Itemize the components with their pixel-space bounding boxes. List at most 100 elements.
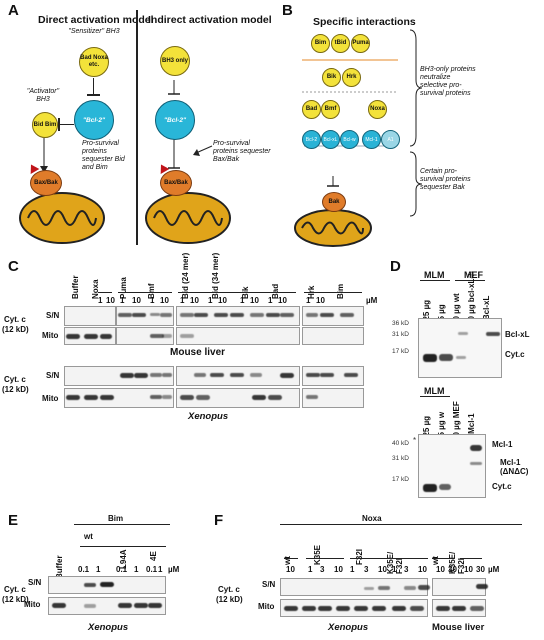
d-top-mk-31: 31 kD	[392, 331, 409, 338]
panel-f-header-ul	[280, 524, 522, 525]
c-conc-0: 1	[98, 296, 103, 305]
panel-c-kd-label: (12 kD)	[2, 325, 29, 334]
c-conc-1: 10	[106, 296, 115, 305]
sensitizer-circle: Bad Noxa etc.	[79, 47, 109, 77]
c-conc-14: 1	[306, 296, 311, 305]
f-band-1	[378, 586, 390, 590]
f-ul-6	[460, 558, 482, 559]
ul-puma-bmf	[118, 292, 172, 293]
panel-b-letter: B	[282, 2, 293, 19]
f-conc-8: 3	[404, 565, 409, 574]
mef-label: MEF	[464, 270, 483, 280]
panel-c-cytc-label-2: Cyt. c	[4, 375, 26, 384]
c-band-32	[66, 395, 80, 400]
d-band-5	[423, 484, 437, 492]
d-cytc-label-2: Cyt.c	[492, 482, 512, 491]
e-conc-1: 1	[96, 565, 101, 574]
d-band-0	[423, 354, 437, 362]
f-ul-5	[432, 558, 454, 559]
sensitizer-label: "Sensitizer" BH3	[68, 28, 120, 35]
c-band-38	[196, 395, 210, 400]
panel-c-sn-label-2: S/N	[46, 371, 60, 380]
bclxl-circle: Bcl-xL	[321, 130, 340, 149]
d-bot-mk-31: 31 kD	[392, 455, 409, 462]
panel-f-mito-label: Mito	[258, 602, 275, 611]
c-band-31	[344, 373, 358, 377]
bcl2-circle: Bcl-2	[302, 130, 321, 149]
e-band-3	[84, 604, 96, 608]
c-band-24	[194, 373, 206, 377]
panel-c-letter: C	[8, 258, 19, 275]
f-band-0	[364, 587, 374, 590]
ul-noxa	[98, 292, 112, 293]
c-band-28	[280, 373, 294, 378]
e-band-4	[118, 603, 132, 608]
e-conc-3: 1	[134, 565, 139, 574]
panel-a-letter: A	[8, 2, 19, 19]
panel-c-mouse-caption: Mouse liver	[170, 347, 226, 358]
panel-c-mito-label: Mito	[42, 331, 59, 340]
bak-sequester-note: Certain pro-survival proteins sequester …	[420, 168, 471, 191]
hrk-circle: Hrk	[342, 68, 361, 87]
c-band-11	[306, 313, 318, 317]
d-cytc-label: Cyt.c	[505, 350, 525, 359]
panel-f-caption-mouse: Mouse liver	[432, 622, 485, 633]
panel-f-caption-xenopus: Xenopus	[328, 622, 369, 633]
c-conc-12: 1	[268, 296, 273, 305]
d-band-2	[456, 356, 466, 359]
c-band-26	[230, 373, 244, 377]
f-ul-1	[284, 558, 298, 559]
d-top-lane-4: 50 µg bcl-xL-/-	[467, 271, 476, 325]
lane-buffer: Buffer	[71, 275, 80, 299]
c-ml-mito-4	[302, 327, 364, 345]
c-band-12	[320, 313, 334, 317]
f-band-10	[372, 606, 386, 611]
c-conc-3: 10	[132, 296, 141, 305]
panel-c-mito-label-2: Mito	[42, 394, 59, 403]
c-ml-mito-3	[176, 327, 300, 345]
direct-note: Pro-survival proteins sequester Bid and …	[82, 140, 125, 171]
f-conc-2: 3	[320, 565, 325, 574]
d-band-7	[470, 445, 482, 451]
panel-f-header: Noxa	[362, 514, 382, 523]
panel-e-sn-label: S/N	[28, 578, 42, 587]
f-ul-4	[392, 558, 428, 559]
c-ml-mito-2	[116, 327, 174, 345]
mef-ul	[455, 280, 485, 281]
c-band-23	[162, 373, 172, 377]
f-band-3	[418, 585, 430, 590]
d-band-3	[486, 332, 500, 336]
panel-e-unit: µM	[168, 565, 180, 574]
mlm-label: MLM	[424, 270, 445, 280]
c-band-5	[194, 313, 208, 317]
d-mcl1-trunc-label: Mcl-1	[500, 458, 521, 467]
puma-circle: Puma	[351, 34, 370, 53]
d-top-mk-17: 17 kD	[392, 348, 409, 355]
c-band-17	[150, 334, 164, 338]
d-mcl1-label: Mcl-1	[492, 440, 513, 449]
f-band-5	[284, 606, 298, 611]
c-conc-11: 10	[250, 296, 259, 305]
inhibit-bar-1	[87, 94, 100, 96]
c-band-19	[180, 334, 194, 338]
e-band-5	[134, 603, 148, 608]
panel-f-letter: F	[214, 512, 224, 529]
d-band-6	[439, 484, 451, 490]
c-band-33	[84, 395, 98, 400]
bik-circle: Bik	[322, 68, 341, 87]
e-conc-2: 0.1	[116, 565, 128, 574]
panel-e-letter: E	[8, 512, 19, 529]
c-band-18	[162, 334, 172, 338]
c-band-16	[100, 334, 112, 339]
c-band-4	[180, 313, 194, 317]
f-conc-9: 10	[418, 565, 427, 574]
d-band-8	[470, 462, 482, 465]
panel-e-lane-ul	[80, 546, 166, 547]
c-conc-2: 1	[120, 296, 125, 305]
e-conc-0: 0.1	[78, 565, 90, 574]
c-conc-15: 10	[316, 296, 325, 305]
f-band-8	[336, 606, 350, 611]
d-star: *	[413, 436, 417, 445]
e-mito-blot	[48, 597, 166, 615]
indirect-model-title: Indirect activation model	[148, 14, 272, 26]
